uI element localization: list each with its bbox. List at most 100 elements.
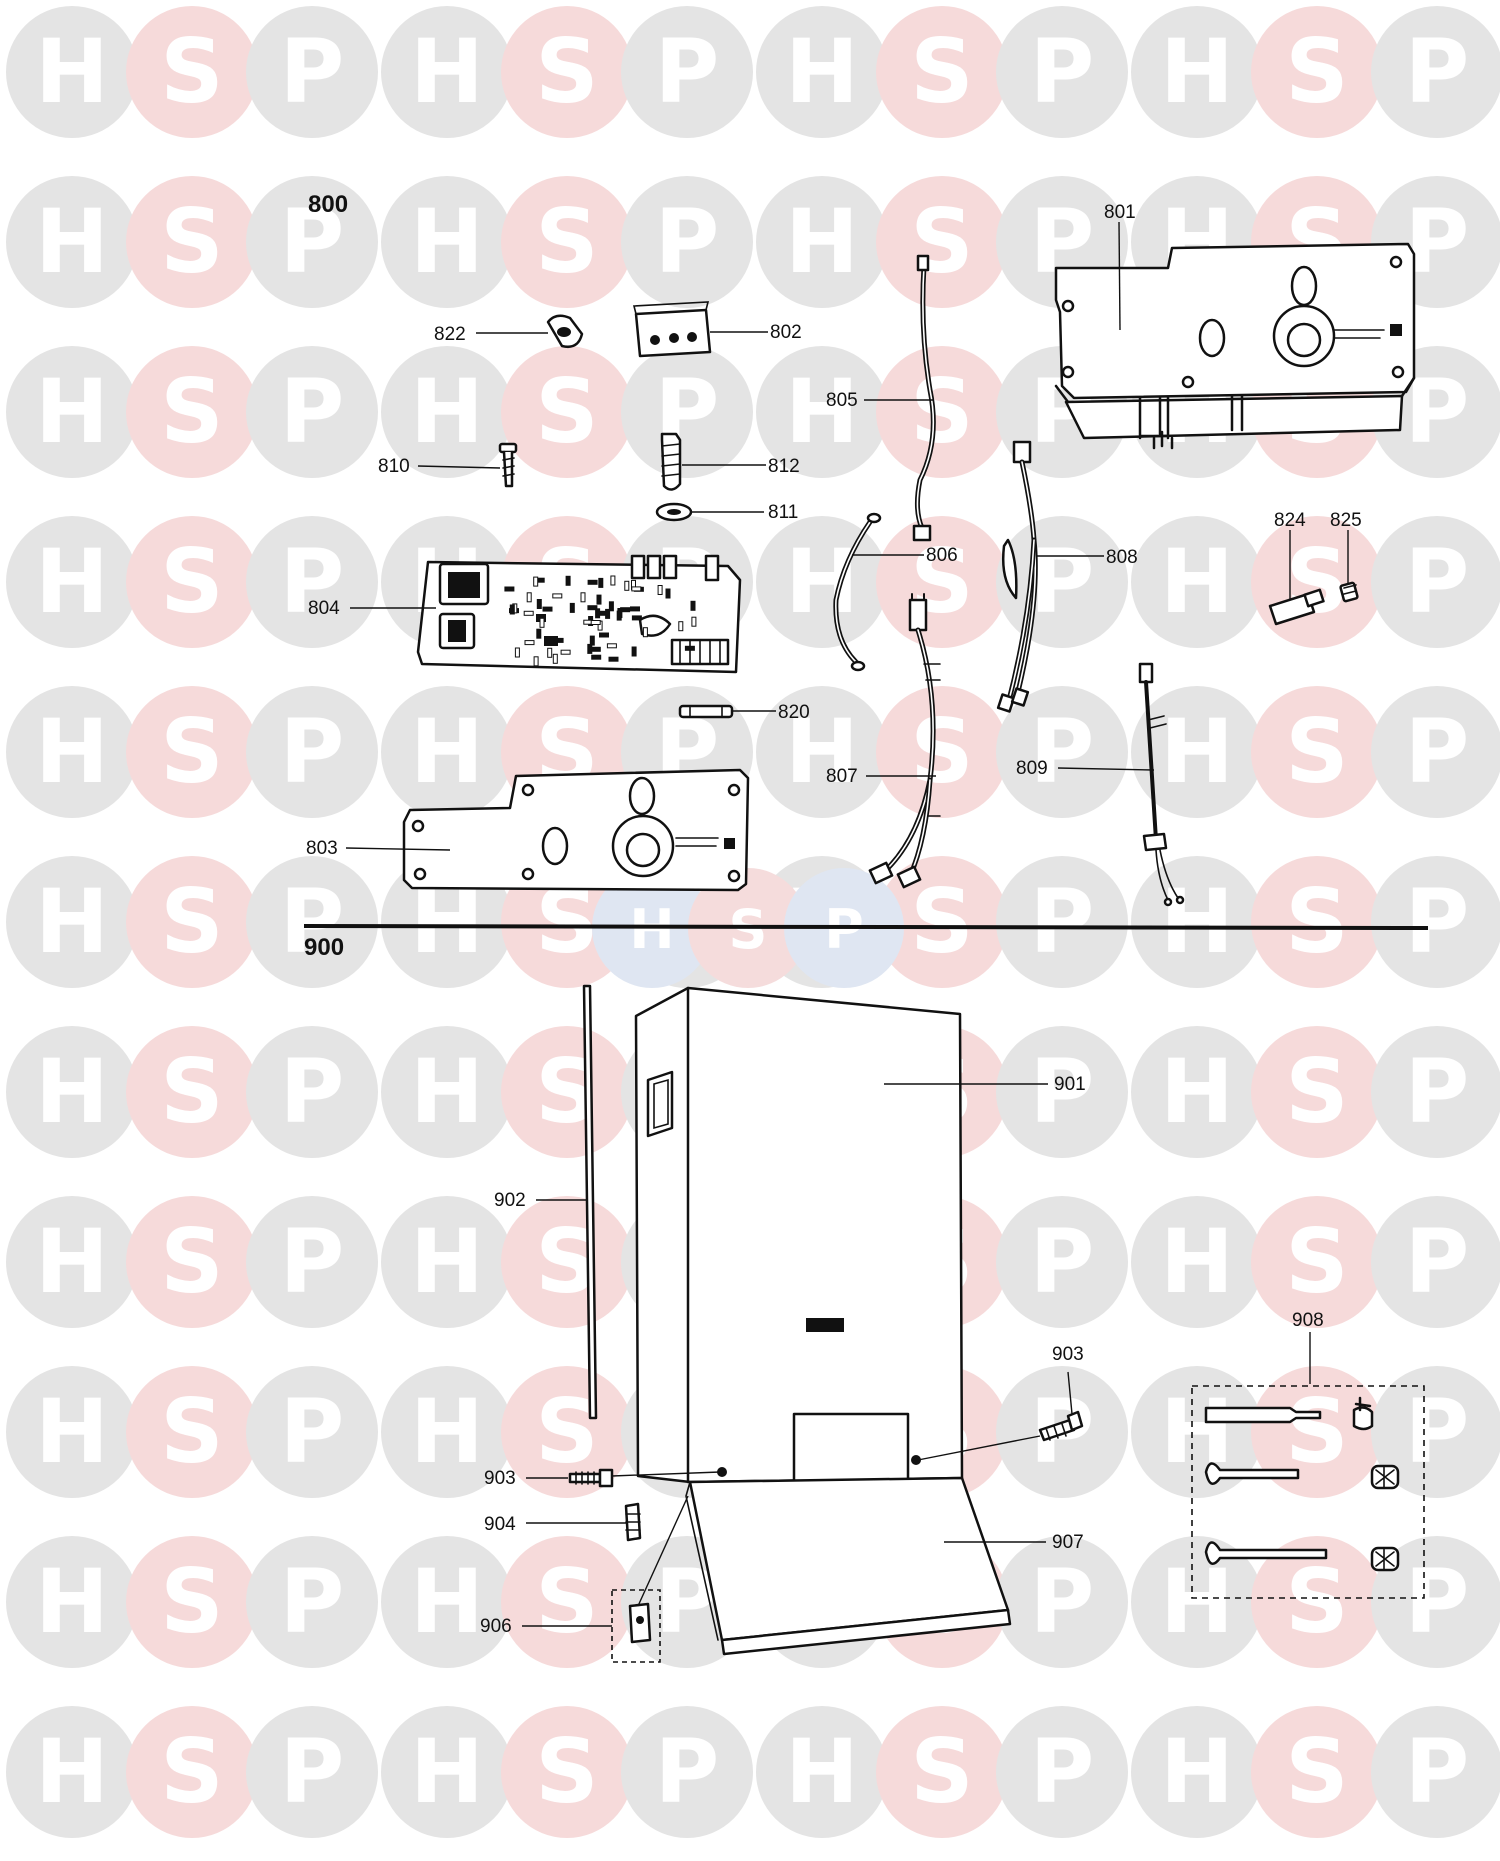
- pcb-component: [565, 575, 571, 586]
- callout-901: 901: [1054, 1074, 1086, 1095]
- watermark-tile: H: [6, 856, 138, 988]
- svg-text:P: P: [280, 530, 345, 633]
- svg-text:S: S: [160, 700, 223, 803]
- svg-text:P: P: [1405, 1210, 1470, 1313]
- part-803-control-box-lid[interactable]: [402, 768, 750, 892]
- part-825-component[interactable]: [1339, 581, 1359, 603]
- callout-811: 811: [768, 502, 798, 523]
- watermark-tile: H: [381, 346, 513, 478]
- watermark-tile: H: [6, 516, 138, 648]
- svg-text:S: S: [535, 1720, 598, 1823]
- pcb-component: [536, 628, 542, 639]
- pcb-component: [569, 602, 575, 613]
- svg-text:P: P: [280, 1550, 345, 1653]
- svg-text:H: H: [1160, 700, 1234, 803]
- watermark-tile: P: [621, 176, 753, 308]
- watermark-tile: S: [126, 1026, 258, 1158]
- watermark-tile: S: [126, 1536, 258, 1668]
- part-902-side-strip[interactable]: [582, 984, 598, 1420]
- part-807-wiring-harness[interactable]: [868, 593, 941, 889]
- part-903-screw-right[interactable]: [1038, 1410, 1084, 1442]
- part-802-terminal-block[interactable]: [632, 301, 712, 358]
- part-904-clip[interactable]: [624, 1502, 642, 1542]
- part-903-screw-left[interactable]: [568, 1468, 614, 1488]
- watermark-tile: H: [6, 686, 138, 818]
- svg-text:H: H: [35, 360, 109, 463]
- svg-text:P: P: [1405, 1040, 1470, 1143]
- svg-text:S: S: [729, 898, 768, 961]
- watermark-tile: S: [126, 856, 258, 988]
- part-824-component[interactable]: [1268, 588, 1325, 626]
- watermark-tile: P: [996, 1706, 1128, 1838]
- section-divider: [303, 924, 1429, 930]
- part-811-washer[interactable]: [655, 502, 693, 522]
- callout-810: 810: [378, 456, 410, 477]
- svg-text:P: P: [1030, 870, 1095, 973]
- part-806-earth-lead[interactable]: [833, 512, 882, 672]
- svg-text:P: P: [280, 1210, 345, 1313]
- svg-text:P: P: [1030, 1210, 1095, 1313]
- callout-906: 906: [480, 1616, 512, 1637]
- watermark-tile: P: [1371, 1196, 1500, 1328]
- part-901-outer-casing[interactable]: [634, 986, 964, 1486]
- watermark-tile: P: [621, 346, 753, 478]
- svg-text:P: P: [280, 360, 345, 463]
- part-805-wiring-harness[interactable]: [912, 254, 936, 542]
- part-804-control-pcb[interactable]: [416, 554, 742, 674]
- svg-text:H: H: [1160, 530, 1234, 633]
- pcb-component: [542, 606, 553, 612]
- pcb-component: [533, 576, 539, 587]
- part-810-screw[interactable]: [498, 442, 518, 488]
- watermark-tile: S: [126, 686, 258, 818]
- watermark-tile: S: [876, 6, 1008, 138]
- watermark-tile: H: [381, 1026, 513, 1158]
- pcb-component: [504, 586, 515, 592]
- pcb-component: [608, 601, 614, 612]
- part-906-hinge-bracket[interactable]: [611, 1495, 689, 1663]
- part-820-fuse[interactable]: [678, 704, 734, 719]
- watermark-tile: H: [381, 686, 513, 818]
- part-801-control-box[interactable]: [1054, 242, 1416, 450]
- svg-text:H: H: [629, 898, 674, 961]
- callout-807: 807: [826, 766, 858, 787]
- watermark-tile: P: [246, 1366, 378, 1498]
- svg-text:H: H: [785, 1720, 859, 1823]
- callout-904: 904: [484, 1514, 516, 1535]
- svg-text:S: S: [1285, 700, 1348, 803]
- svg-text:P: P: [1030, 700, 1095, 803]
- watermark-tile: S: [126, 516, 258, 648]
- watermark-tile: S: [876, 346, 1008, 478]
- svg-text:H: H: [35, 20, 109, 123]
- svg-text:H: H: [785, 20, 859, 123]
- part-812-bolt[interactable]: [660, 432, 682, 491]
- pcb-component: [596, 594, 602, 605]
- watermark-tile: S: [501, 346, 633, 478]
- svg-text:P: P: [280, 870, 345, 973]
- svg-text:P: P: [1030, 20, 1095, 123]
- pcb-component: [524, 640, 535, 646]
- part-822-grommet[interactable]: [546, 314, 584, 348]
- pcb-component: [630, 606, 640, 612]
- svg-text:P: P: [1030, 1720, 1095, 1823]
- watermark-tile: S: [126, 1196, 258, 1328]
- part-809-sensor-lead[interactable]: [1138, 662, 1185, 907]
- svg-text:H: H: [35, 1380, 109, 1483]
- watermark-tile: H: [6, 1536, 138, 1668]
- part-907-lower-flap[interactable]: [685, 1476, 1012, 1656]
- callout-802: 802: [770, 322, 802, 343]
- pcb-component: [678, 621, 684, 632]
- watermark-tile: H: [6, 1196, 138, 1328]
- watermark-tile: S: [126, 1366, 258, 1498]
- part-808-wiring-harness[interactable]: [996, 440, 1038, 713]
- watermark-tile: P: [996, 1536, 1128, 1668]
- svg-text:P: P: [1405, 1550, 1470, 1653]
- svg-text:H: H: [410, 1720, 484, 1823]
- svg-text:S: S: [1285, 1380, 1348, 1483]
- callout-812: 812: [768, 456, 800, 477]
- watermark-tile: S: [501, 1366, 633, 1498]
- watermark-tile: P: [1371, 856, 1500, 988]
- callout-822: 822: [434, 324, 466, 345]
- part-908-fixing-kit[interactable]: [1191, 1385, 1425, 1599]
- watermark-tile: H: [381, 1366, 513, 1498]
- pcb-component: [691, 616, 697, 627]
